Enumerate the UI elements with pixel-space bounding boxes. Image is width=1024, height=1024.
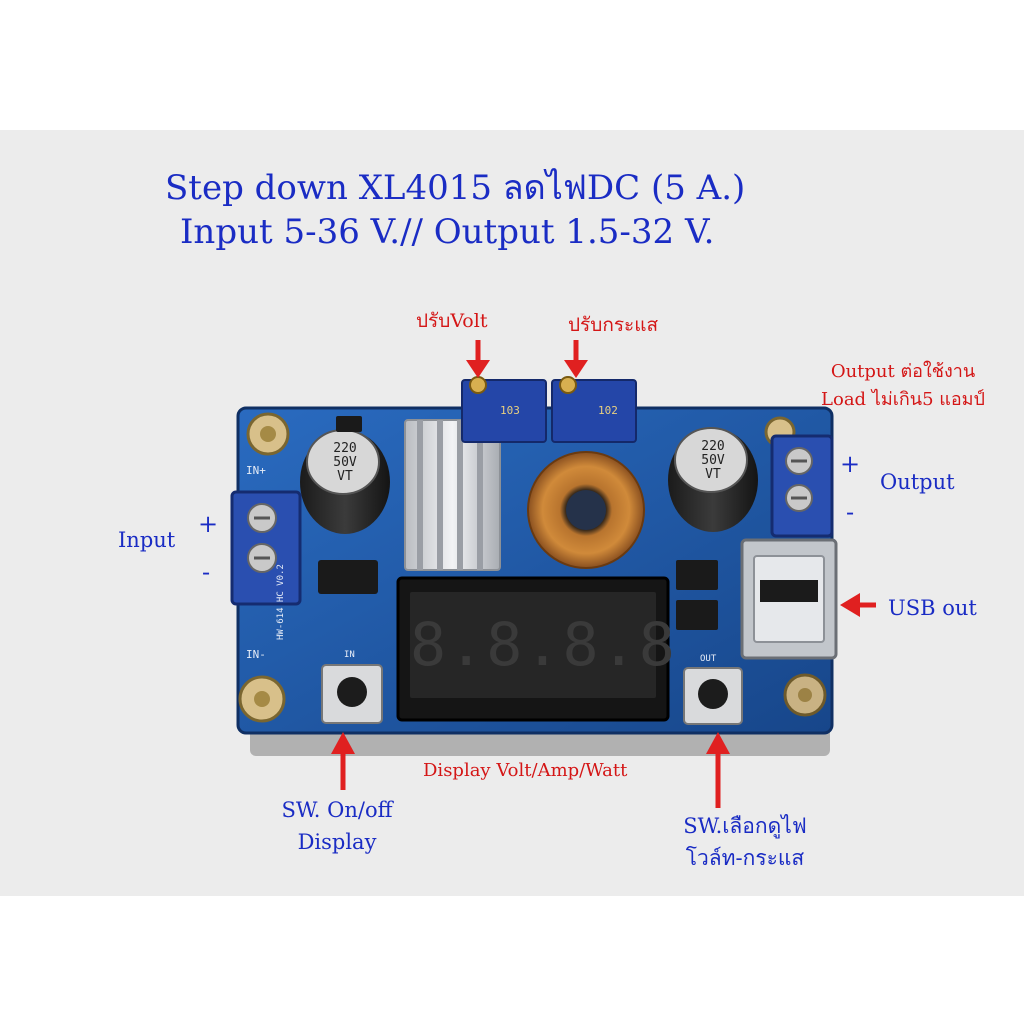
label-sw-select-1: SW.เลือกดูไฟ bbox=[683, 814, 807, 838]
silk-revision: HW-614 HC V0.2 bbox=[276, 564, 286, 640]
capacitor-left bbox=[300, 429, 390, 534]
label-display: Display Volt/Amp/Watt bbox=[423, 760, 628, 781]
title-line-2: Input 5-36 V.// Output 1.5-32 V. bbox=[180, 212, 715, 252]
label-output-note-2: Load ไม่เกิน5 แอมป์ bbox=[821, 389, 985, 410]
heat-sink bbox=[404, 419, 501, 571]
label-sw-display-1: SW. On/off bbox=[281, 798, 393, 822]
pot-right-marking: 102 bbox=[598, 404, 618, 417]
capacitor-right-series: VT bbox=[705, 467, 721, 482]
silk-in-plus: IN+ bbox=[246, 464, 266, 477]
label-output: Output bbox=[880, 470, 955, 494]
usb-port bbox=[740, 538, 838, 660]
ic-chips bbox=[318, 416, 718, 630]
label-usb-out: USB out bbox=[888, 596, 977, 620]
title-line-1: Step down XL4015 ลดไฟDC (5 A.) bbox=[165, 168, 746, 208]
capacitor-left-label: 220 50V VT bbox=[318, 442, 372, 484]
potentiometer-current bbox=[551, 376, 637, 443]
label-adjust-current: ปรับกระแส bbox=[568, 314, 659, 336]
label-adjust-volt: ปรับVolt bbox=[416, 310, 488, 332]
silk-in-minus: IN- bbox=[246, 648, 266, 661]
label-input-minus: - bbox=[202, 558, 211, 586]
output-terminal bbox=[770, 434, 834, 538]
label-output-plus: + bbox=[840, 450, 861, 478]
push-buttons bbox=[321, 664, 743, 725]
capacitor-left-series: VT bbox=[337, 469, 353, 484]
label-sw-display-2: Display bbox=[297, 830, 377, 854]
display-digits: 8.8.8.8 bbox=[410, 610, 677, 680]
capacitor-left-voltage: 50V bbox=[333, 455, 357, 470]
input-terminal bbox=[230, 490, 302, 606]
silk-out: OUT bbox=[700, 654, 717, 664]
seven-segment-display bbox=[396, 576, 670, 722]
annotation-arrows bbox=[331, 340, 876, 808]
pot-left-marking: 103 bbox=[500, 404, 520, 417]
label-output-minus: - bbox=[846, 498, 855, 526]
capacitor-right-voltage: 50V bbox=[701, 453, 725, 468]
toroid-inductor bbox=[527, 451, 645, 569]
mount-screws bbox=[238, 412, 827, 723]
potentiometer-voltage bbox=[461, 376, 547, 443]
capacitor-right-value: 220 bbox=[701, 439, 725, 454]
capacitor-left-value: 220 bbox=[333, 441, 357, 456]
label-output-note-1: Output ต่อใช้งาน bbox=[830, 361, 976, 382]
label-input: Input bbox=[118, 528, 176, 552]
label-sw-select-2: โวล์ท-กระแส bbox=[685, 846, 805, 870]
capacitor-right bbox=[668, 427, 758, 532]
label-input-plus: + bbox=[198, 510, 219, 538]
silk-in: IN bbox=[344, 650, 355, 660]
capacitor-right-label: 220 50V VT bbox=[686, 440, 740, 482]
